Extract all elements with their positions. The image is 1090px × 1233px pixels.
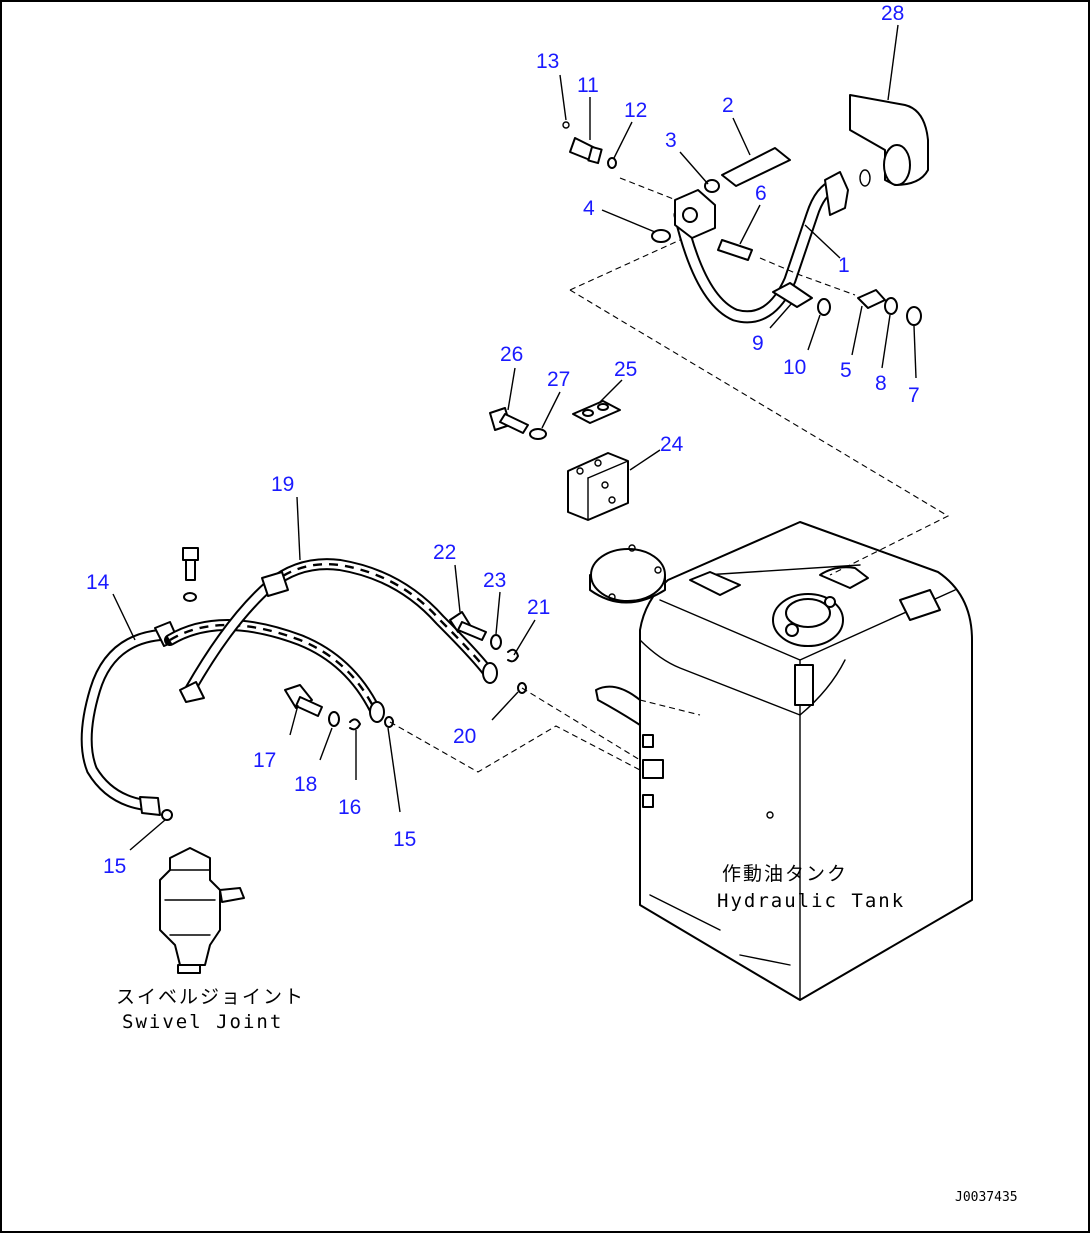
callout-numbers: 1 2 3 4 5 6 7 8 9 10 11 12 13 14 15 15 1…	[86, 2, 920, 878]
callout-7: 7	[908, 384, 920, 407]
bracket-assembly	[489, 400, 629, 521]
callout-14: 14	[86, 571, 110, 594]
swivel-joint: スイベルジョイント Swivel Joint	[116, 847, 305, 1033]
callout-12: 12	[624, 99, 647, 122]
drawing-code: J0037435	[955, 1190, 1018, 1205]
callout-15-hose: 15	[393, 828, 416, 851]
callout-leaders	[112, 24, 917, 851]
callout-9: 9	[752, 332, 764, 355]
callout-25: 25	[614, 358, 637, 381]
dash-line-15	[389, 721, 641, 773]
dash-line-tank	[639, 699, 701, 716]
tube-assembly	[562, 94, 950, 576]
callout-16: 16	[338, 796, 361, 819]
hydraulic-tank-label-en: Hydraulic Tank	[717, 890, 905, 912]
callout-13: 13	[536, 50, 559, 73]
callout-21: 21	[527, 596, 550, 619]
hydraulic-tank: 作動油タンク Hydraulic Tank	[639, 521, 973, 1001]
hose-17-set	[164, 619, 394, 731]
callout-17: 17	[253, 749, 276, 772]
callout-24: 24	[660, 433, 684, 456]
callout-11: 11	[577, 74, 599, 97]
swivel-joint-label-jp: スイベルジョイント	[116, 986, 305, 1008]
callout-26: 26	[500, 343, 523, 366]
swivel-joint-label-en: Swivel Joint	[122, 1011, 283, 1033]
callout-23: 23	[483, 569, 506, 592]
dash-line-20	[521, 687, 641, 761]
loose-bolt	[182, 547, 199, 602]
callout-27: 27	[547, 368, 570, 391]
hose-14	[80, 621, 179, 821]
hose-19	[179, 558, 498, 703]
callout-22: 22	[433, 541, 456, 564]
callout-15-swivel: 15	[103, 855, 126, 878]
callout-10: 10	[783, 356, 806, 379]
bolt-22-set	[449, 611, 527, 694]
callout-3: 3	[665, 129, 677, 152]
callout-28: 28	[881, 2, 904, 25]
hydraulic-tank-label-jp: 作動油タンク	[722, 863, 848, 885]
callout-4: 4	[583, 197, 595, 220]
callout-20: 20	[453, 725, 476, 748]
callout-2: 2	[722, 94, 734, 117]
callout-19: 19	[271, 473, 294, 496]
callout-1: 1	[838, 254, 850, 277]
filter-canister	[589, 544, 666, 726]
callout-18: 18	[294, 773, 317, 796]
callout-8: 8	[875, 372, 887, 395]
callout-6: 6	[755, 182, 767, 205]
callout-5: 5	[840, 359, 852, 382]
